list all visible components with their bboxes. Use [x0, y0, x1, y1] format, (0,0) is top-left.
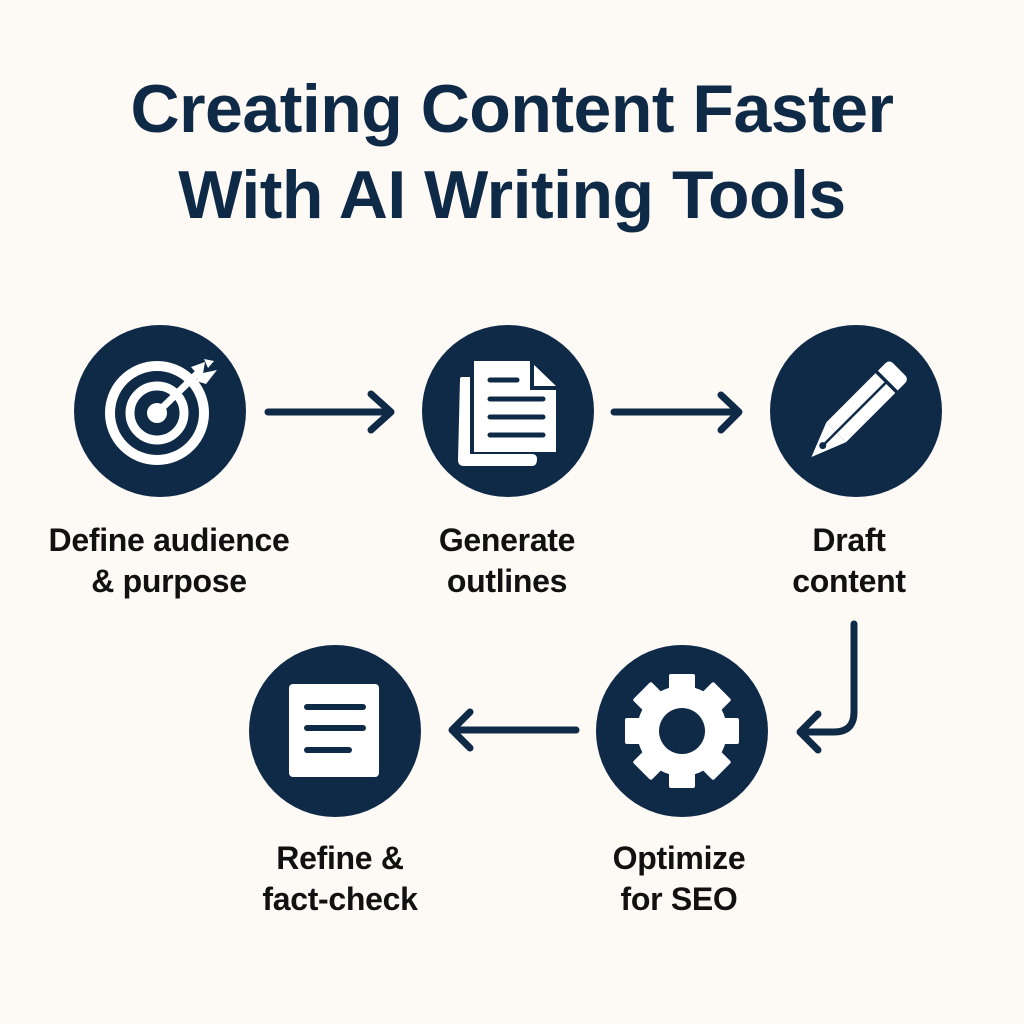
- title-line-2: With AI Writing Tools: [178, 157, 846, 233]
- step-3-node: [770, 325, 942, 497]
- arrow-step4-to-step5: [448, 708, 580, 752]
- title-line-1: Creating Content Faster: [130, 71, 894, 147]
- arrow-step3-to-step4: [796, 620, 858, 754]
- document-icon: [289, 684, 379, 777]
- step-4-node: [596, 645, 768, 817]
- page-title: Creating Content Faster With AI Writing …: [0, 66, 1024, 238]
- step-2-label: Generate outlines: [438, 522, 576, 599]
- document-stack-icon: [458, 361, 556, 466]
- step-5-node: [249, 645, 421, 817]
- step-5-label: Refine & fact-check: [262, 840, 418, 917]
- target-icon: [105, 359, 217, 465]
- step-2-node: [422, 325, 594, 497]
- step-3-label: Draft content: [792, 522, 906, 599]
- step-4-label: Optimize for SEO: [612, 840, 746, 917]
- arrow-step2-to-step3: [610, 391, 743, 434]
- arrow-step1-to-step2: [264, 390, 395, 434]
- pencil-icon: [811, 361, 907, 457]
- step-1-label: Define audience & purpose: [48, 522, 290, 599]
- step-1-node: [74, 325, 246, 497]
- gear-icon: [625, 674, 739, 788]
